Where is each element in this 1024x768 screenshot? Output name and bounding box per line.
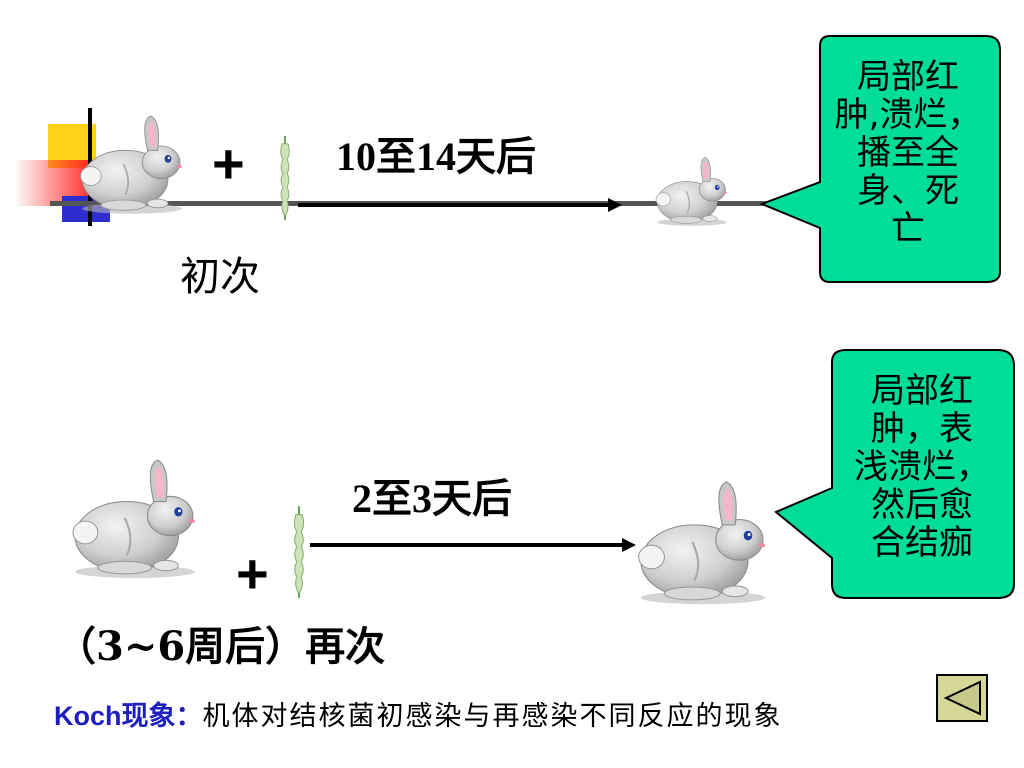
result-text-row1: 局部红 肿,溃烂， 播至全 身、死 亡 [826, 58, 990, 282]
speech-bubble-row2 [774, 349, 1015, 599]
result-line: 肿,溃烂， [834, 95, 982, 135]
result-text-row2: 局部红 肿，表 浅溃烂， 然后愈 合结痂 [840, 372, 1004, 596]
rabbit-icon [72, 104, 192, 224]
infection-label-row2: （3~6周后）再次 [56, 614, 385, 672]
arrow-row2 [310, 538, 636, 552]
triangle-left-icon [943, 680, 981, 716]
result-line: 浅溃烂， [854, 447, 990, 487]
rabbit-icon [60, 456, 210, 580]
arrow-row1 [298, 198, 622, 212]
syringe-icon [290, 504, 308, 600]
time-label-row1: 10至14天后 [336, 134, 536, 179]
koch-definition: 机体对结核菌初感染与再感染不同反应的现象 [202, 701, 783, 732]
result-line: 身、死 [857, 171, 959, 211]
result-line: 然后愈 [871, 485, 973, 525]
syringe-icon [276, 134, 294, 222]
result-line: 亡 [891, 209, 925, 249]
result-line: 局部红 [871, 372, 973, 411]
rabbit-icon [642, 155, 742, 227]
plus-sign-row2: + [236, 542, 269, 605]
result-line: 局部红 [857, 58, 959, 97]
footer-definition: Koch现象：机体对结核菌初感染与再感染不同反应的现象 [54, 694, 783, 733]
time-label-row2: 2至3天后 [352, 476, 512, 521]
infection-label-row1: 初次 [180, 254, 260, 300]
result-line: 肿，表 [871, 409, 973, 449]
speech-bubble-row1 [760, 35, 1001, 283]
plus-sign-row1: + [212, 132, 245, 195]
koch-term: Koch现象： [54, 701, 203, 731]
rabbit-icon [628, 464, 778, 620]
result-line: 合结痂 [871, 523, 973, 563]
result-line: 播至全 [857, 133, 959, 173]
back-button[interactable] [936, 674, 988, 722]
infection-label-text: （3~6周后）再次 [56, 623, 386, 670]
